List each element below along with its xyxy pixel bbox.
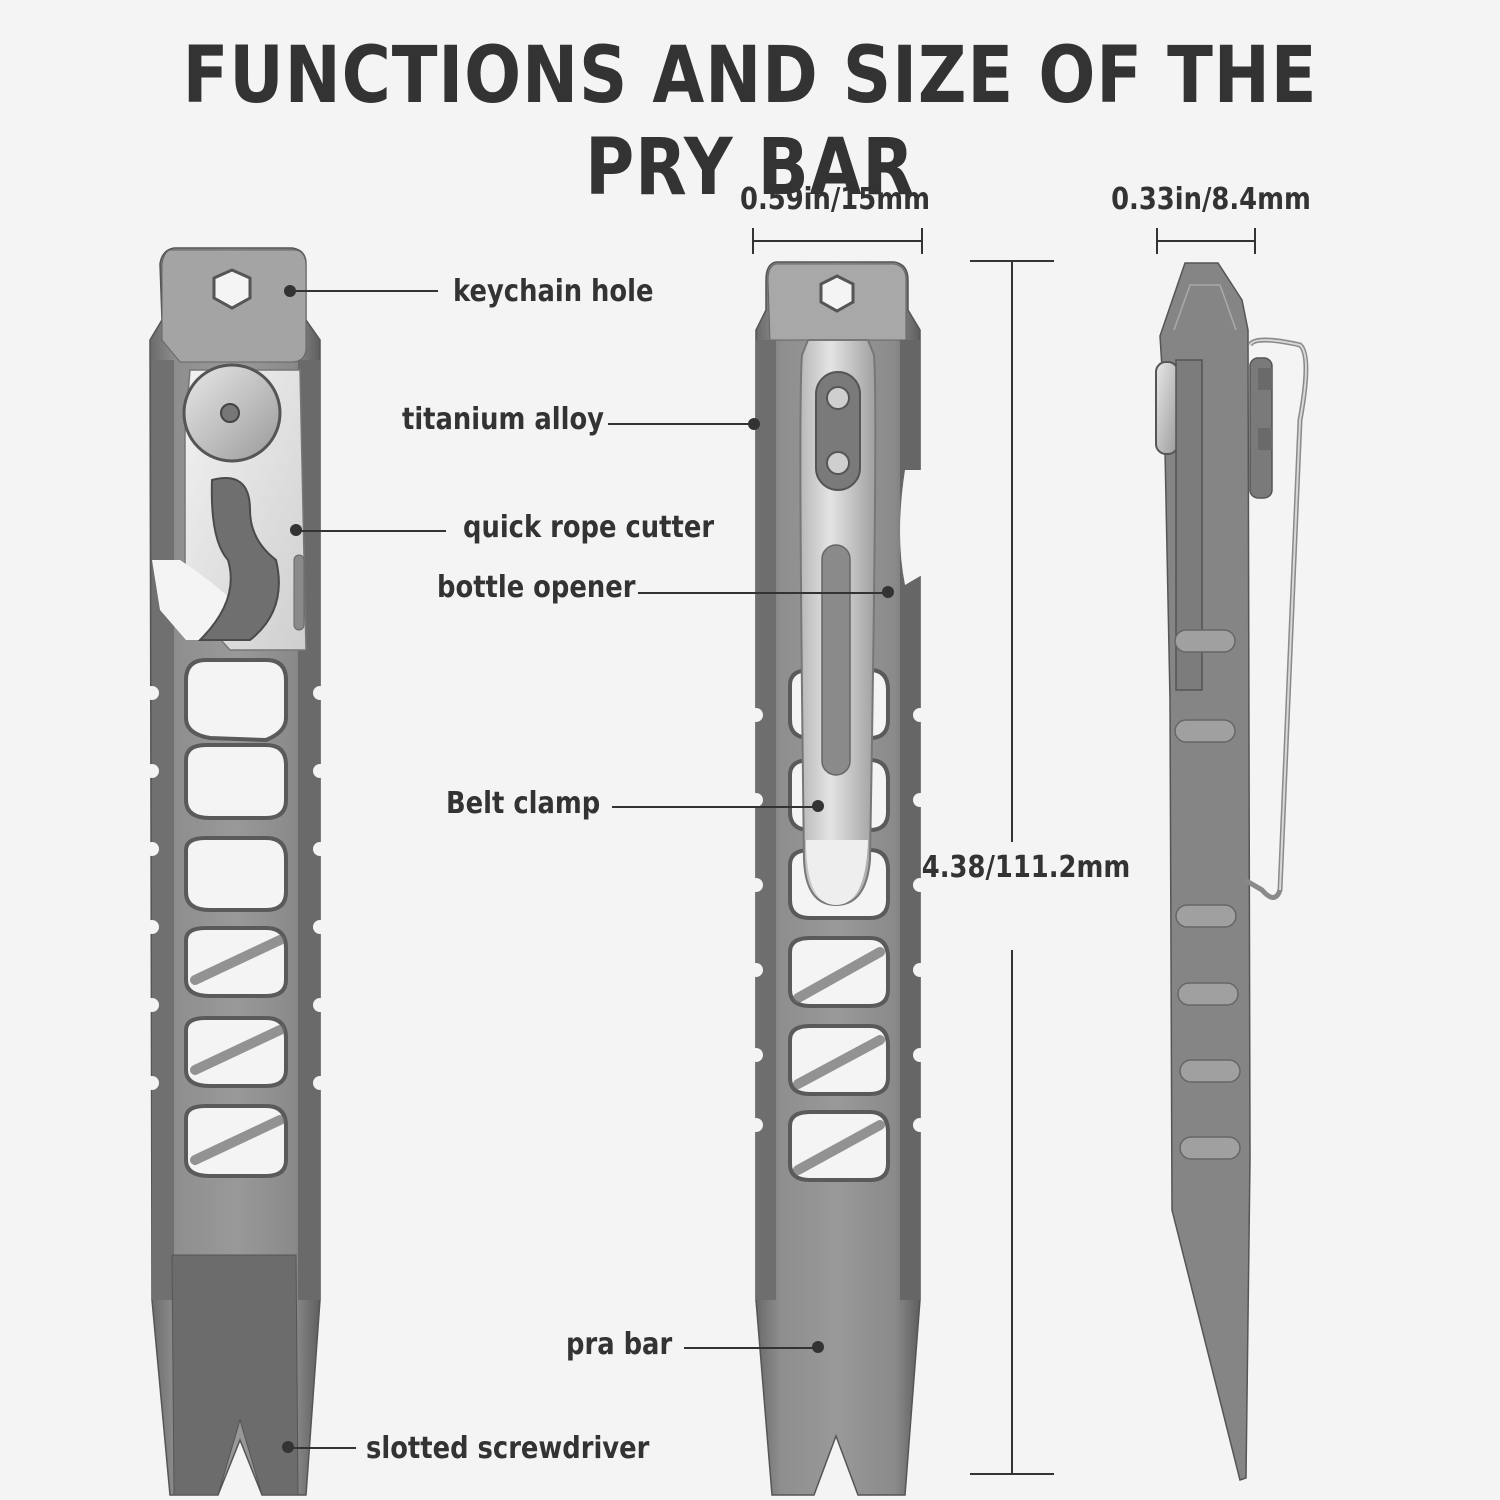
dimension-tick <box>1156 228 1158 254</box>
dimension-label-length: 4.38/111.2mm <box>921 850 1131 885</box>
callout-dot <box>812 800 824 812</box>
callout-label: keychain hole <box>453 274 654 309</box>
back-view-tool <box>749 261 927 1496</box>
callout-leader <box>298 530 446 532</box>
side-view-tool <box>1155 262 1309 1481</box>
dimension-line <box>1011 950 1013 1474</box>
callout-label: bottle opener <box>437 570 636 605</box>
callout-label: slotted screwdriver <box>366 1431 650 1466</box>
callout-label: Belt clamp <box>446 786 601 821</box>
callout-dot <box>282 1441 294 1453</box>
dimension-label-width-side: 0.33in/8.4mm <box>1111 182 1311 217</box>
belt-clip <box>799 339 877 907</box>
callout-leader <box>612 806 817 808</box>
callout-leader <box>290 1447 356 1449</box>
callout-dot <box>748 418 760 430</box>
callout-dot <box>284 285 296 297</box>
callout-label: quick rope cutter <box>463 510 715 545</box>
callout-leader <box>684 1347 816 1349</box>
dimension-tick <box>752 228 754 254</box>
callout-label: pra bar <box>566 1327 673 1362</box>
callout-dot <box>882 586 894 598</box>
dimension-label-width-front: 0.59in/15mm <box>740 182 930 217</box>
callout-dot <box>290 524 302 536</box>
front-view-tool <box>145 247 327 1496</box>
page-title: FUNCTIONS AND SIZE OF THE PRY BAR <box>182 31 1318 213</box>
callout-leader <box>292 290 438 292</box>
dimension-line <box>1011 260 1013 842</box>
callout-leader <box>638 592 888 594</box>
dimension-line <box>1156 240 1256 242</box>
callout-leader <box>608 423 754 425</box>
dimension-tick <box>921 228 923 254</box>
dimension-line <box>752 240 923 242</box>
callout-dot <box>812 1341 824 1353</box>
callout-label: titanium alloy <box>402 402 605 437</box>
dimension-tick <box>1254 228 1256 254</box>
dimension-tick <box>970 1473 1054 1475</box>
